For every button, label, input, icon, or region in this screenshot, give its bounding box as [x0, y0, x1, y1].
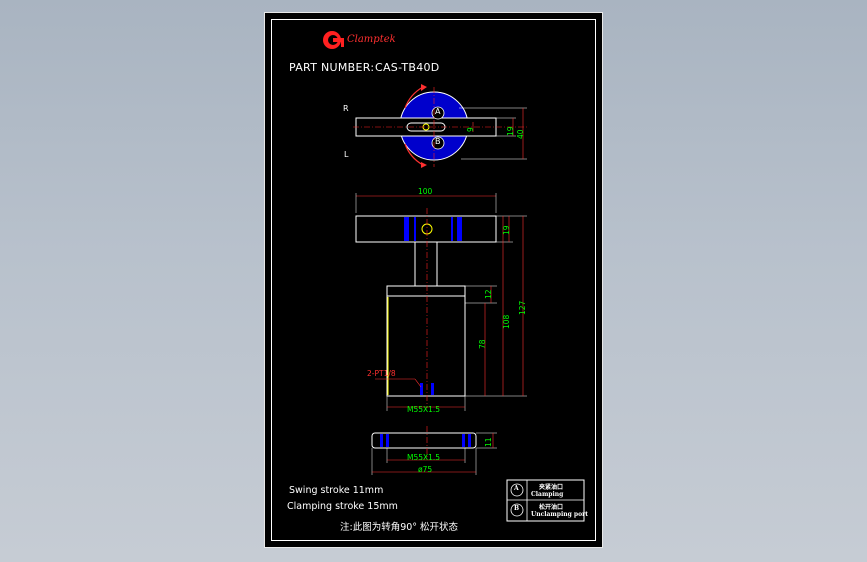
note-clamping-stroke: Clamping stroke 15mm [287, 501, 398, 512]
legend-cn-b: 松开油口 [539, 504, 564, 511]
drawing-sheet: Clamptek PART NUMBER: CAS-TB40D R L A B … [264, 12, 603, 548]
dim-side-thread: M55X1.5 [407, 405, 441, 414]
dim-top-9: 9 [466, 127, 475, 132]
dim-side-78: 78 [478, 339, 487, 349]
legend-symbol-b: B [514, 505, 520, 512]
dim-base-diameter: ø75 [418, 465, 433, 474]
dim-side-127: 127 [518, 300, 527, 315]
dim-side-19: 19 [502, 225, 511, 235]
dim-base-11: 11 [484, 437, 493, 447]
dim-top-40: 40 [516, 129, 525, 139]
note-swing-stroke: Swing stroke 11mm [289, 485, 384, 496]
dim-width-100: 100 [418, 187, 433, 196]
drawing-canvas [323, 31, 585, 522]
drawing-border [271, 19, 596, 541]
dim-base-thread: M55X1.5 [407, 453, 441, 462]
port-a-mark: A [435, 107, 441, 116]
base-view [371, 426, 497, 475]
legend-cn-a: 夹紧油口 [539, 484, 564, 491]
note-chinese: 注:此图为转角90° 松开状态 [340, 522, 459, 533]
brand-name: Clamptek [347, 34, 396, 45]
side-view [355, 193, 527, 411]
dim-side-108: 108 [502, 314, 511, 329]
port-b-mark: B [435, 137, 441, 146]
dim-top-19: 19 [506, 126, 515, 136]
direction-right-label: R [343, 104, 349, 113]
legend-symbol-a: A [514, 485, 519, 492]
dim-side-12: 12 [484, 289, 493, 299]
brand-logo-icon [323, 31, 344, 49]
top-view [353, 84, 527, 168]
legend-en-a: Clamping [531, 491, 564, 498]
part-number-label: PART NUMBER: [289, 61, 375, 74]
port-callout: 2-PT1/8 [367, 369, 396, 378]
direction-left-label: L [344, 150, 349, 159]
legend-table [506, 479, 585, 522]
legend-en-b: Unclamping port [531, 511, 589, 518]
part-number-value: CAS-TB40D [375, 61, 440, 74]
